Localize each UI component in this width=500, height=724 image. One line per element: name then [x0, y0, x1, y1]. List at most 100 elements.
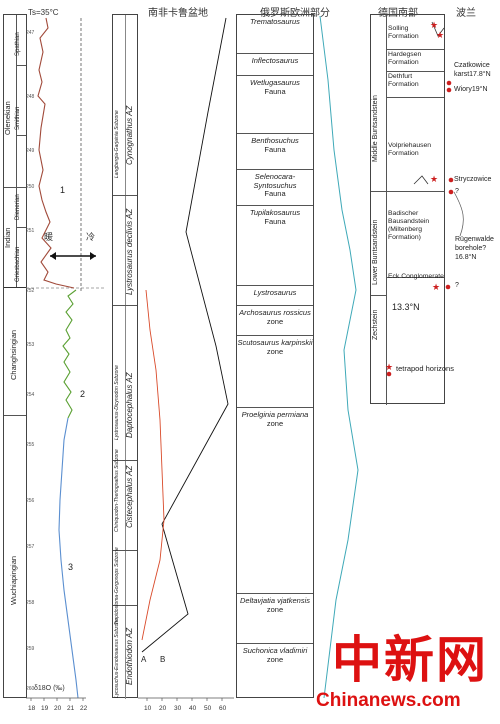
formation-hardegsen: Hardegsen Formation	[388, 51, 422, 67]
tetrapod-markers: ★ ★ ★ ★ ★	[385, 20, 464, 377]
depth-tick: 254	[26, 392, 35, 398]
watermark-en: Chinanews.com	[316, 690, 461, 711]
subzone-lycosuchus: Lycosuchus-Eunotosaurus Subzone	[114, 618, 120, 698]
russian-zone: Trematosaurus	[237, 15, 313, 53]
zone-daptocephalus: Daptocephalus AZ	[125, 372, 134, 438]
depth-tick: 249	[26, 148, 35, 154]
russian-zone-name: Suchonica vladimiri	[242, 646, 308, 655]
russian-zone-suffix: zone	[266, 418, 284, 428]
o18-tick: 22	[80, 705, 88, 712]
south-africa-header: 南非卡鲁盆地	[148, 8, 208, 19]
line-a	[141, 289, 165, 641]
russian-zone-suffix: zone	[266, 316, 284, 326]
karoo-x-tick: 60	[219, 705, 227, 712]
legend-label: tetrapod horizons	[396, 364, 454, 373]
depth-tick: 256	[26, 498, 35, 504]
cold-label: 冷	[86, 231, 95, 242]
formation-dethfurt: Dethfurt Formation	[388, 73, 419, 89]
line-b-label: B	[160, 655, 165, 664]
russian-zone-suffix: Fauna	[264, 86, 286, 96]
stage-spathian: Spathian	[15, 32, 21, 56]
zone-cistecephalus: Cistecephalus AZ	[125, 465, 134, 528]
poland-question-1: ?	[455, 188, 459, 195]
karoo-zone-column	[112, 14, 138, 699]
depth-tick: 258	[26, 600, 35, 606]
karoo-x-tick: 30	[174, 705, 182, 712]
russian-zone-name: Lystrosaurus	[253, 288, 297, 297]
warm-label: 暖	[44, 231, 53, 242]
russian-zone-name: Tupilakosaurus	[249, 208, 301, 217]
russian-zone: Lystrosaurus	[237, 285, 313, 305]
subzone-langbergia: Langbergia-Garjainia Subzone	[114, 110, 120, 178]
poland-czatkowice: Czatkowice karst17.8°N	[454, 62, 491, 78]
watermark-cn: 中新网	[332, 630, 488, 689]
depth-tick: 247	[26, 30, 35, 36]
depth-tick: 257	[26, 544, 35, 550]
curve-number-3: 3	[68, 562, 73, 572]
zone-lystrosaurus-declivis: Lystrosaurus declivis AZ	[125, 208, 134, 295]
formation-solling: Solling Formation	[388, 25, 419, 41]
russian-zone-suffix: Fauna	[264, 144, 286, 154]
depth-tick: 253	[26, 342, 35, 348]
zone-endothiodon: Endothiodon AZ	[125, 627, 134, 685]
star-icon: ★	[430, 174, 438, 184]
karoo-x-tick: 40	[189, 705, 197, 712]
period-indian: Indian	[3, 227, 12, 248]
o18-tick: 19	[41, 705, 49, 712]
poland-question-2: ?	[455, 282, 459, 289]
dot-icon	[445, 284, 451, 290]
formation-badischer: Badischer Bausandstein (Miltenberg Forma…	[388, 210, 430, 242]
stage-dienerian: Dienerian	[15, 194, 21, 220]
depth-tick: 248	[26, 94, 35, 100]
star-icon: ★	[436, 30, 444, 40]
dot-icon	[446, 80, 452, 86]
period-changhsingian: Changhsingian	[9, 329, 18, 380]
russian-zone-name: Scutosaurus karpinskii	[237, 338, 313, 347]
russia-header: 俄罗斯欧洲部分	[260, 8, 330, 19]
star-icon: ★	[430, 20, 438, 30]
russian-zone-suffix: Fauna	[264, 216, 286, 226]
russian-zone-name: Inflectosaurus	[251, 56, 299, 65]
zone-cynognathus: Cynognathus AZ	[125, 105, 134, 165]
subzone-lystrosaurus-dicynodon: Lystrosaurus-Dicynodon Subzone	[114, 365, 120, 440]
line-b	[141, 17, 229, 653]
stage-smithian: Smithian	[15, 106, 21, 130]
isotope-temperature-plot: Ts=35°C 1 2 3 暖 冷 2472482492502512522532…	[26, 8, 106, 712]
russian-zone-suffix: zone	[266, 346, 284, 356]
geologic-time-column	[3, 14, 27, 698]
period-wuchiapingian: Wuchiapingian	[9, 555, 18, 605]
arrow-right-icon	[90, 252, 96, 260]
karoo-x-tick: 10	[144, 705, 152, 712]
karoo-x-tick: 50	[204, 705, 212, 712]
russian-zone-suffix: zone	[266, 654, 284, 664]
dot-icon	[446, 87, 452, 93]
o18-axis-label: δ18O (‰)	[34, 685, 65, 692]
o18-tick: 20	[54, 705, 62, 712]
temperature-label: Ts=35°C	[28, 8, 59, 17]
russian-zone-name: Trematosaurus	[250, 17, 300, 26]
subzone-tropidostoma: Tropidostoma-Gorgonops Subzone	[114, 547, 120, 625]
dot-icon	[448, 189, 454, 195]
arrow-left-icon	[50, 252, 56, 260]
curve-number-2: 2	[80, 389, 85, 399]
depth-tick: 255	[26, 442, 35, 448]
blue-curve	[58, 417, 79, 699]
depth-tick: 259	[26, 646, 35, 652]
dot-icon	[448, 177, 454, 183]
russian-zone-name: Archosaurus rossicus	[239, 308, 311, 317]
russian-zone-name: Selenocara-Syntosuchus	[253, 172, 297, 190]
karoo-x-tick: 20	[159, 705, 167, 712]
green-curve	[62, 289, 77, 419]
depth-tick: 251	[26, 228, 35, 234]
formation-volpriehausen: Volpriehausen Formation	[388, 142, 432, 158]
russian-zone: Inflectosaurus	[237, 53, 313, 75]
poland-rugenwalde: Rügenwalde borehole? 16.8°N	[455, 236, 494, 261]
russian-curve	[319, 15, 359, 699]
